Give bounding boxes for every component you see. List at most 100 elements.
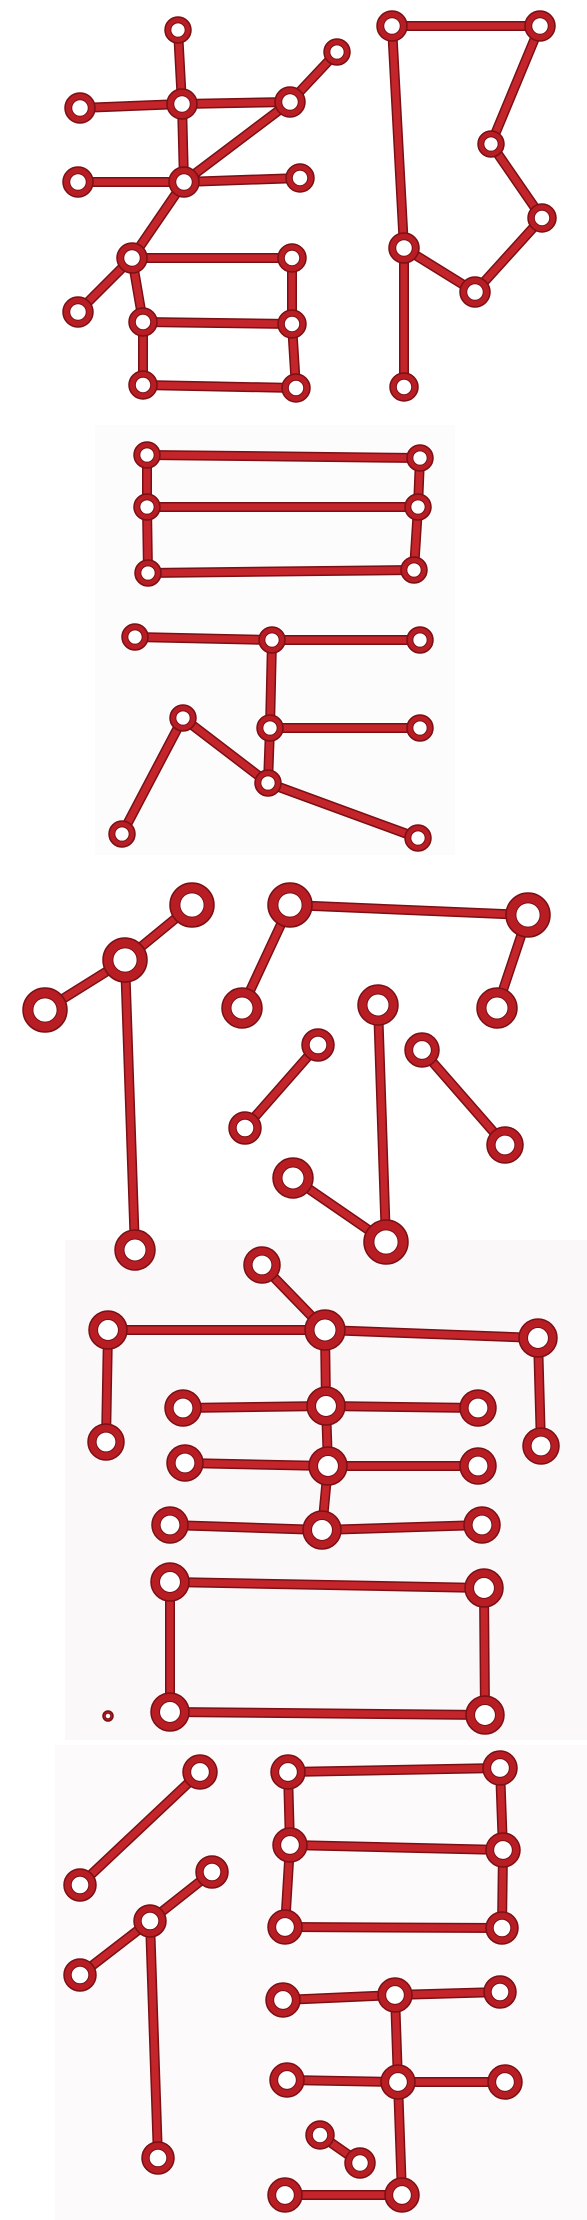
glyph-shi: [108, 441, 434, 852]
joint-node-center: [278, 1762, 298, 1782]
joint-node-center: [97, 1319, 119, 1341]
joint-node-center: [140, 1911, 160, 1931]
joint-node-center: [483, 136, 499, 152]
stroke-segment: [118, 714, 187, 838]
joint-node-center: [159, 1571, 181, 1593]
joint-node-center: [251, 1254, 273, 1276]
joint-node-center: [485, 996, 509, 1020]
joint-node-center: [388, 2072, 408, 2092]
stroke-segment: [480, 1584, 489, 1719]
stroke-segment: [143, 451, 424, 462]
stroke-segment: [146, 1917, 162, 2162]
joint-node-center: [530, 1435, 552, 1457]
joint-node-center: [230, 996, 254, 1020]
joint-node-center: [275, 2185, 295, 2205]
joint-node-center: [175, 173, 193, 191]
joint-node-center: [406, 562, 422, 578]
joint-node-center: [495, 2072, 515, 2092]
joint-node-center: [412, 450, 428, 466]
joint-node-center: [139, 499, 155, 515]
joint-node-center: [490, 1982, 510, 2002]
stroke-segment: [374, 1001, 390, 1246]
stroke-segment: [284, 1764, 504, 1776]
joint-node-center: [494, 1134, 516, 1156]
joint-node-center: [134, 376, 152, 394]
stroke-segment: [76, 1768, 204, 1889]
joint-node-center: [395, 239, 413, 257]
joint-node-center: [123, 249, 141, 267]
stroke-segment: [139, 318, 296, 328]
joint-node-center: [280, 1835, 300, 1855]
joint-node-center: [311, 1519, 333, 1541]
joint-node-center: [175, 710, 191, 726]
stroke-segment: [241, 1041, 322, 1132]
joint-node-center: [493, 1840, 513, 1860]
glyph-hai: [87, 1246, 560, 1735]
joint-node-center: [410, 830, 426, 846]
joint-node-center: [308, 1035, 328, 1055]
joint-node-center: [127, 629, 143, 645]
joint-node-center: [70, 1875, 90, 1895]
joint-node-center: [373, 1229, 399, 1255]
joint-node-center: [139, 447, 155, 463]
glyph-de: [63, 1750, 523, 2213]
joint-node-center: [383, 17, 401, 35]
joint-node-center: [351, 2154, 369, 2172]
joint-node-center: [281, 1166, 305, 1190]
stroke-segment: [166, 1578, 488, 1592]
stroke-segment: [179, 714, 272, 787]
joint-node-center: [410, 499, 426, 515]
stroke-segment: [471, 214, 546, 296]
stroke-segment: [388, 22, 408, 252]
joint-node-center: [123, 1238, 147, 1262]
joint-node-center: [317, 1455, 339, 1477]
stroke-segment: [487, 140, 546, 222]
joint-node-center: [95, 1431, 117, 1453]
stroke-segment: [321, 1326, 542, 1342]
joint-node-center: [104, 1712, 112, 1720]
joint-node-center: [392, 2185, 412, 2205]
joint-node-center: [277, 2070, 297, 2090]
stroke-segment: [166, 1521, 326, 1534]
joint-node-center: [179, 892, 205, 918]
stroke-segment: [166, 1708, 489, 1719]
stroke-segment: [144, 566, 418, 577]
joint-node-center: [466, 283, 484, 301]
joint-node-center: [277, 892, 303, 918]
joint-node-center: [69, 303, 87, 321]
joint-node-center: [412, 632, 428, 648]
joint-node-center: [134, 313, 152, 331]
joint-node-center: [315, 1395, 337, 1417]
joint-node-center: [527, 1327, 549, 1349]
joint-node-center: [71, 99, 89, 117]
joint-node-center: [159, 1514, 181, 1536]
joint-node-center: [329, 44, 345, 60]
stroke-segment: [180, 174, 304, 186]
stroke-segment: [264, 779, 422, 842]
joint-node-center: [70, 1965, 90, 1985]
joint-node-center: [490, 1758, 510, 1778]
joint-node-center: [473, 1577, 495, 1599]
joint-node-center: [260, 775, 276, 791]
joint-node-center: [262, 720, 278, 736]
stroke-segment: [281, 1923, 506, 1932]
joint-node-center: [515, 902, 541, 928]
stroke-segment: [394, 2078, 406, 2199]
joint-node-center: [112, 947, 138, 973]
joint-node-center: [385, 1985, 405, 2005]
joint-node-center: [148, 2148, 168, 2168]
joint-node-center: [533, 209, 551, 227]
joint-node-center: [474, 1704, 496, 1726]
joint-node-center: [32, 997, 58, 1023]
stroke-segment: [487, 22, 544, 148]
joint-node-center: [291, 169, 309, 187]
stroke-segment: [139, 381, 300, 392]
stroke-segment: [178, 98, 294, 108]
joint-node-center: [159, 1701, 181, 1723]
joint-node-center: [190, 1762, 210, 1782]
joint-node-center: [395, 378, 413, 396]
joint-node-center: [366, 993, 390, 1017]
joint-node-center: [114, 826, 130, 842]
